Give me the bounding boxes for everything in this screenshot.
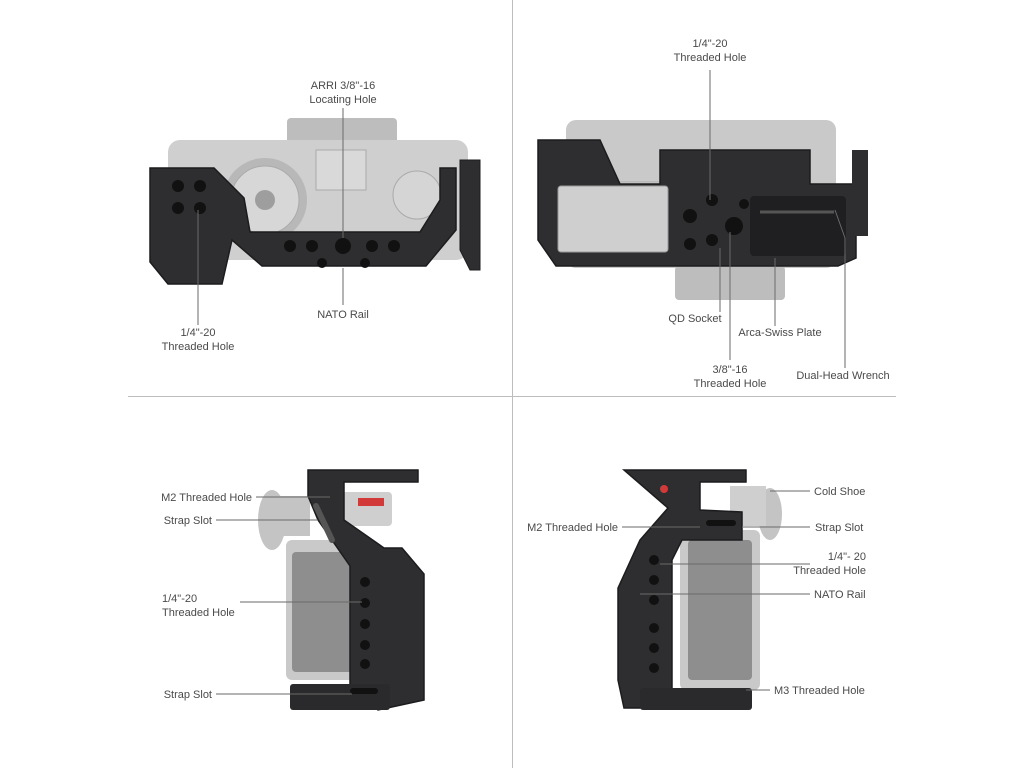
bottom-right-cage xyxy=(617,469,752,710)
bottom-left-leaders xyxy=(216,496,362,695)
label-arca-swiss-plate: Arca-Swiss Plate xyxy=(738,327,822,339)
label-arri-line1: ARRI 3/8"-16 xyxy=(310,80,376,92)
label-quarter-threaded-hole-side: 1/4"-20 Threaded Hole xyxy=(162,592,252,620)
label-three8-line2: Threaded Hole xyxy=(693,378,767,390)
label-quarter-line2: Threaded Hole xyxy=(162,607,235,619)
bottom-left-cage xyxy=(290,469,425,711)
label-quarter-line2: Threaded Hole xyxy=(673,52,747,64)
label-qd-socket: QD Socket xyxy=(668,313,722,325)
label-dual-head-wrench: Dual-Head Wrench xyxy=(796,370,890,382)
label-quarter-line1: 1/4"-20 xyxy=(692,38,728,50)
label-quarter-line2: Threaded Hole xyxy=(161,341,235,353)
label-three8-line1: 3/8"-16 xyxy=(712,364,748,376)
label-quarter-threaded-hole-right: 1/4"- 20 Threaded Hole xyxy=(780,550,866,578)
label-nato-rail: NATO Rail xyxy=(317,309,369,321)
label-strap-slot-top: Strap Slot xyxy=(163,515,212,527)
top-left-leaders xyxy=(197,108,344,325)
vertical-divider xyxy=(512,0,513,768)
label-quarter-line2: Threaded Hole xyxy=(793,565,866,577)
label-m3-threaded-hole: M3 Threaded Hole xyxy=(774,685,865,697)
label-quarter-threaded-hole: 1/4"-20 Threaded Hole xyxy=(148,326,248,354)
label-quarter-threaded-hole-top: 1/4"-20 Threaded Hole xyxy=(660,37,760,65)
top-right-cage xyxy=(537,139,868,267)
label-cold-shoe: Cold Shoe xyxy=(814,486,866,498)
label-m2-threaded-hole: M2 Threaded Hole xyxy=(161,492,252,504)
label-strap-slot-bottom: Strap Slot xyxy=(163,689,212,701)
label-quarter-line1: 1/4"- 20 xyxy=(827,551,866,563)
label-quarter-line1: 1/4"-20 xyxy=(162,593,198,605)
label-nato-rail-right: NATO Rail xyxy=(814,589,866,601)
label-strap-slot-right: Strap Slot xyxy=(815,522,864,534)
label-three-eighths-threaded-hole: 3/8"-16 Threaded Hole xyxy=(680,363,780,391)
label-arri-line2: Locating Hole xyxy=(309,94,377,106)
label-m2-threaded-hole-right: M2 Threaded Hole xyxy=(527,522,618,534)
label-quarter-line1: 1/4"-20 xyxy=(180,327,216,339)
bottom-left-camera xyxy=(258,490,392,680)
top-left-cage xyxy=(149,159,481,285)
bottom-right-camera xyxy=(680,486,782,690)
bottom-right-leaders xyxy=(622,490,810,691)
top-right-leaders xyxy=(709,70,846,368)
label-arri-locating-hole: ARRI 3/8"-16 Locating Hole xyxy=(293,79,393,107)
